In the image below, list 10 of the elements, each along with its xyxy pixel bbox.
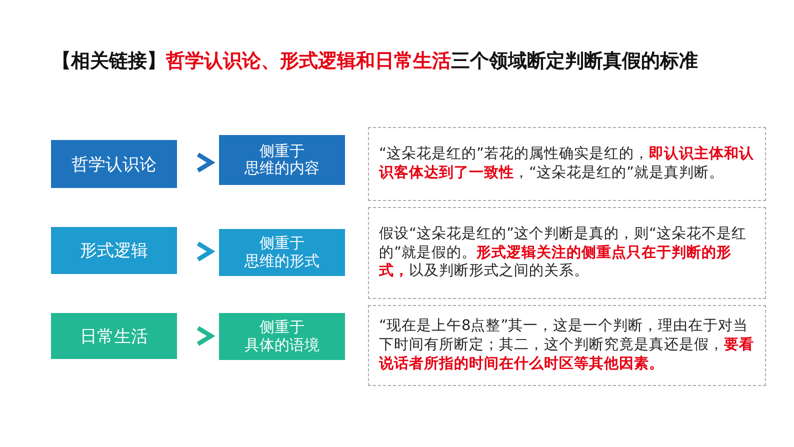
focus-box: 侧重于 具体的语境 <box>219 313 345 360</box>
explanation-text: 假设“这朵花是红的”这个判断是真的，则“这朵花不是红的”就是假的。形式逻辑关注的侧重点只在于判断的形式，以及判断形式之间的关系。 <box>368 207 766 299</box>
domain-box: 哲学认识论 <box>51 140 177 188</box>
explanation-text: “现在是上午8点整”其一，这是一个判断，理由在于对当下时间有所断定；其二，这个判断究竟是真还是假，要看说话者所指的时间在什么时区等其他因素。 <box>368 305 766 386</box>
slide-title: 【相关链接】哲学认识论、形式逻辑和日常生活三个领域断定判断真假的标准 <box>52 49 698 74</box>
focus-box: 侧重于 思维的形式 <box>219 229 345 276</box>
domain-box: 形式逻辑 <box>51 227 177 274</box>
domain-box: 日常生活 <box>51 313 177 359</box>
explanation-text: “这朵花是红的”若花的属性确实是红的，即认识主体和认识客体达到了一致性，“这朵花是红的”就是真判断。 <box>368 127 766 201</box>
focus-box: 侧重于 思维的内容 <box>219 135 345 185</box>
